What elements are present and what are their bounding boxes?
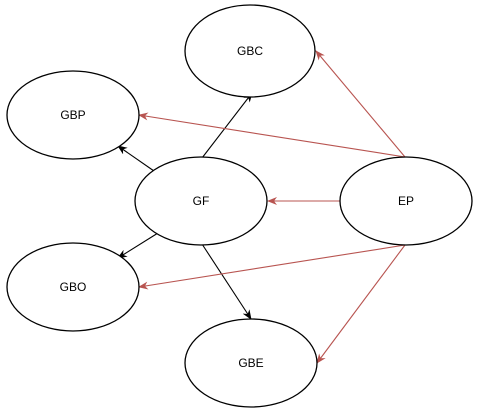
edge-ep-to-gbo[interactable]: [138, 244, 406, 290]
node-gbc-shape: [184, 4, 316, 98]
node-ep-shape: [339, 156, 473, 246]
node-gbc[interactable]: GBC: [184, 4, 316, 98]
node-gbe-shape: [184, 318, 318, 408]
node-gbe-label: GBE: [238, 356, 263, 370]
node-gbp[interactable]: GBP: [6, 70, 140, 160]
node-ep[interactable]: EP: [339, 156, 473, 246]
edge-gf-to-gbo[interactable]: [117, 232, 159, 259]
node-gbo-shape: [6, 242, 140, 332]
edge-gf-to-gbe[interactable]: [201, 243, 252, 320]
edges-layer: [117, 50, 406, 364]
node-gbo[interactable]: GBO: [6, 242, 140, 332]
node-gbp-label: GBP: [60, 108, 85, 122]
node-ep-label: EP: [398, 194, 414, 208]
edge-ep-to-gbc[interactable]: [315, 50, 406, 158]
node-gbe[interactable]: GBE: [184, 318, 318, 408]
node-gbc-label: GBC: [237, 44, 263, 58]
node-gf[interactable]: GF: [134, 156, 268, 246]
node-gbp-shape: [6, 70, 140, 160]
node-gbo-label: GBO: [60, 280, 87, 294]
edge-gf-to-gbc[interactable]: [201, 92, 253, 159]
nodes-layer: GBC GBP GF EP GBO GBE: [6, 4, 473, 408]
node-gf-label: GF: [193, 194, 210, 208]
edge-gf-to-gbp[interactable]: [117, 145, 155, 172]
edge-ep-to-gbp[interactable]: [138, 112, 406, 158]
node-gf-shape: [134, 156, 268, 246]
edge-ep-to-gbe[interactable]: [316, 244, 406, 364]
